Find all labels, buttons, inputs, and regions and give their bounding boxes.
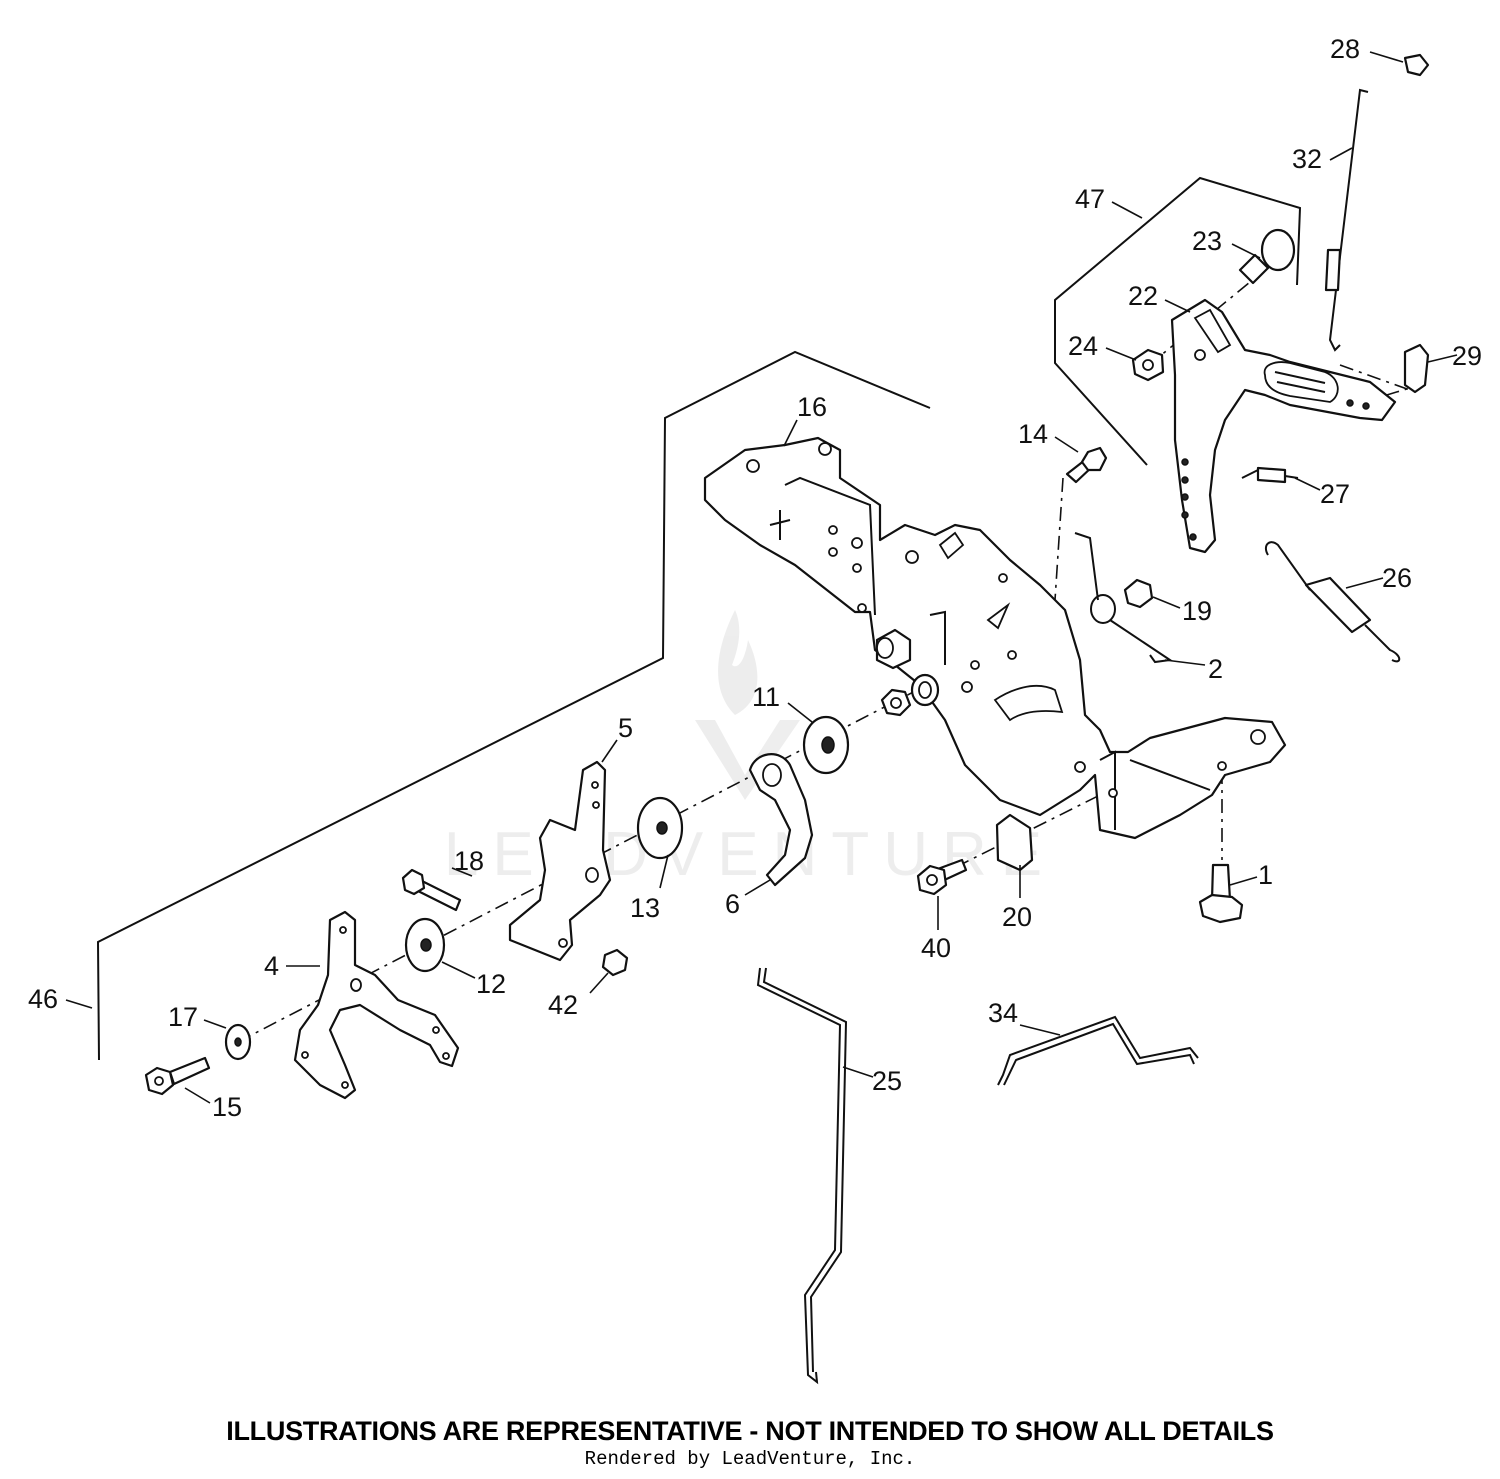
- callout-26: 26: [1382, 563, 1412, 593]
- callout-22: 22: [1128, 281, 1158, 311]
- part-13-washer: [636, 796, 684, 860]
- part-11-washer: [802, 715, 850, 775]
- disclaimer-text: ILLUSTRATIONS ARE REPRESENTATIVE - NOT I…: [226, 1416, 1274, 1446]
- callout-14: 14: [1018, 419, 1048, 449]
- callout-29: 29: [1452, 341, 1482, 371]
- callout-16: 16: [797, 392, 827, 422]
- assembly-line-bolt14: [1054, 477, 1064, 601]
- part-29-clip: [1403, 343, 1430, 394]
- group-bracket-47: [1054, 176, 1302, 466]
- part-26-extension-spring: [1264, 541, 1401, 663]
- callout-labels: 28 32 47 23 22 24 29 16 14 27 26 19 2 11…: [28, 34, 1482, 1122]
- callout-23: 23: [1192, 226, 1222, 256]
- part-25-rod-inner: [762, 967, 848, 1373]
- callout-4: 4: [264, 951, 279, 981]
- callout-11: 11: [752, 682, 780, 712]
- callout-42: 42: [548, 990, 578, 1020]
- watermark-text: LEADVENTURE: [444, 820, 1056, 889]
- part-2-torsion-spring: [1074, 532, 1173, 664]
- part-16-main-bracket: [703, 436, 1287, 840]
- callout-12: 12: [476, 969, 506, 999]
- callout-20: 20: [1002, 902, 1032, 932]
- callout-46: 46: [28, 984, 58, 1014]
- callout-6: 6: [725, 889, 740, 919]
- callout-17: 17: [168, 1002, 198, 1032]
- part-25-rod: [756, 967, 842, 1385]
- callout-5: 5: [618, 713, 633, 743]
- callout-27: 27: [1320, 479, 1350, 509]
- part-6-arm: [748, 753, 814, 887]
- callout-15: 15: [212, 1092, 242, 1122]
- callout-1: 1: [1258, 860, 1273, 890]
- callout-28: 28: [1330, 34, 1360, 64]
- callout-24: 24: [1068, 331, 1098, 361]
- part-42-nut: [601, 948, 629, 977]
- part-28-plug: [1403, 53, 1430, 77]
- callout-25: 25: [872, 1066, 902, 1096]
- callout-40: 40: [921, 933, 951, 963]
- part-24-nut-hole: [1142, 359, 1154, 371]
- callout-47: 47: [1075, 184, 1105, 214]
- rendered-by-text: Rendered by LeadVenture, Inc.: [584, 1448, 916, 1470]
- part-17-washer: [224, 1023, 252, 1061]
- part-34-rod: [997, 1015, 1199, 1086]
- part-5-lever: [508, 760, 612, 962]
- part-12-washer: [404, 917, 446, 973]
- part-14-bolt: [1065, 446, 1108, 484]
- part-15-bolt: [144, 1056, 211, 1096]
- callout-2: 2: [1208, 654, 1223, 684]
- callout-32: 32: [1292, 144, 1322, 174]
- callout-19: 19: [1182, 596, 1212, 626]
- group-bracket-46: [96, 350, 931, 1061]
- part-23-pedal-pin: [1238, 228, 1296, 285]
- part-19-nut: [1123, 578, 1154, 609]
- part-4-lever: [293, 910, 460, 1100]
- part-22-pedal-arm: [1170, 298, 1397, 554]
- part-20-clip: [995, 813, 1034, 872]
- part-40-bolt: [916, 858, 968, 896]
- bracket-hardware: [880, 673, 940, 717]
- part-1-bolt: [1198, 863, 1244, 924]
- callout-34: 34: [988, 998, 1018, 1028]
- callout-18: 18: [454, 846, 484, 876]
- assembly-line-main: [237, 615, 1061, 1043]
- leader-lines: [65, 51, 1458, 1104]
- part-34-rod-inner: [1003, 1022, 1195, 1086]
- part-18-bolt: [401, 868, 462, 912]
- callout-13: 13: [630, 893, 660, 923]
- part-32-spring-rod: [1324, 88, 1369, 352]
- part-27-extension-spring: [1241, 466, 1299, 484]
